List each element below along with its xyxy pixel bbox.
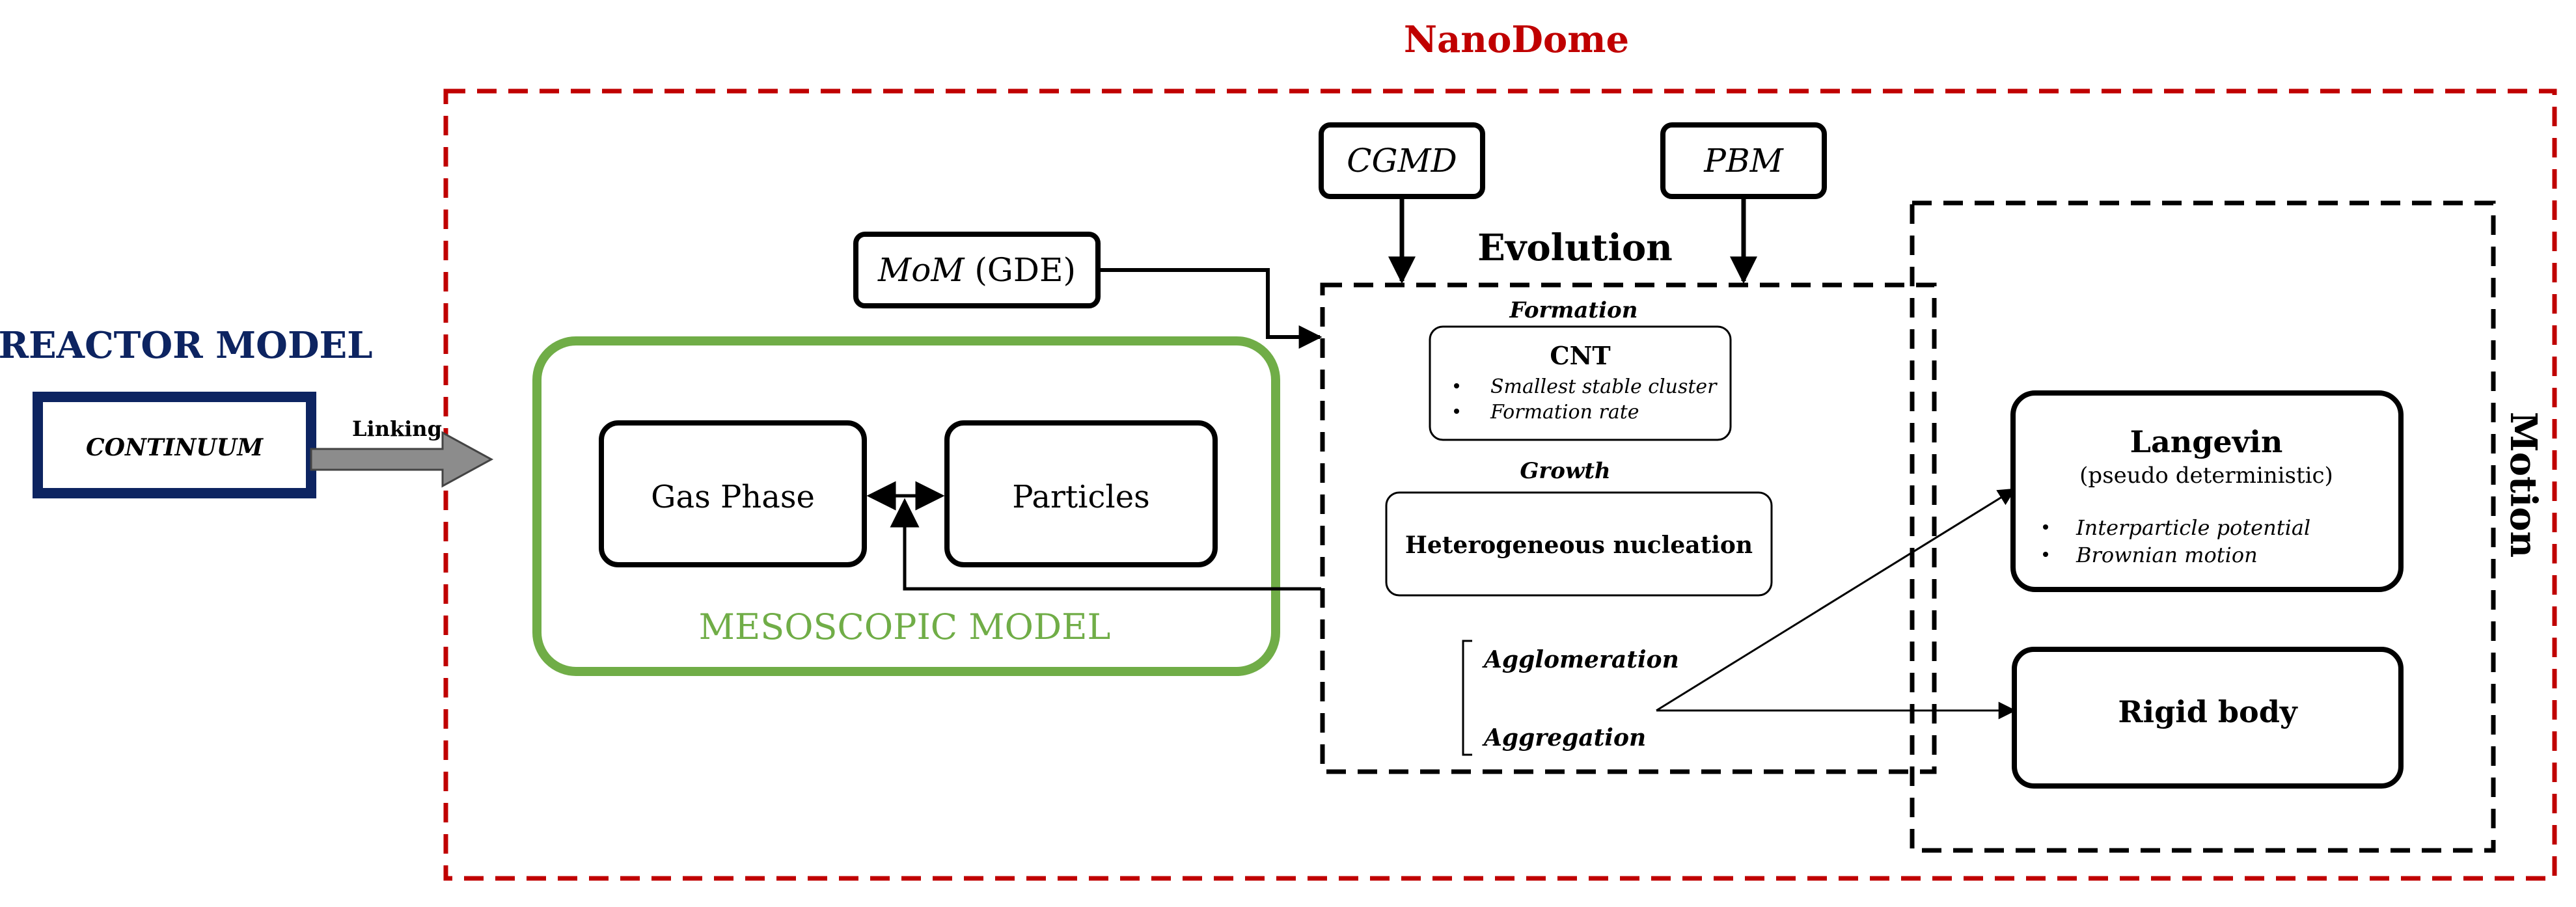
rigid-body-label: Rigid body <box>2118 694 2298 729</box>
mom-gde-label: MoM (GDE) <box>877 251 1076 289</box>
continuum-label: CONTINUUM <box>86 434 264 461</box>
langevin-bullet-dot <box>2043 524 2048 530</box>
mesoscopic-model-label: MESOSCOPIC MODEL <box>699 606 1111 647</box>
evolution-frame <box>1320 282 1937 774</box>
rigid-body-box[interactable] <box>2012 647 2404 789</box>
growth-heading: Growth <box>1520 458 1610 484</box>
agglomeration-label: Agglomeration <box>1482 646 1679 673</box>
mom-gde-box[interactable] <box>853 232 1101 308</box>
heterogeneous-nucleation-label: Heterogeneous nucleation <box>1405 532 1753 559</box>
langevin-box[interactable] <box>2010 390 2404 592</box>
langevin-title: Langevin <box>2130 424 2283 459</box>
langevin-subtitle: (pseudo deterministic) <box>2079 463 2333 489</box>
gas-phase-label: Gas Phase <box>651 479 815 515</box>
aggregation-label: Aggregation <box>1482 724 1646 751</box>
motion-title: Motion <box>2502 412 2545 558</box>
cnt-box[interactable] <box>1429 325 1732 441</box>
cgmd-label: CGMD <box>1347 142 1457 180</box>
particles-box[interactable] <box>944 420 1218 567</box>
gas-phase-box[interactable] <box>599 420 867 567</box>
linking-arrow <box>310 431 494 488</box>
aggregation-to-langevin-arrow <box>1656 488 2016 712</box>
reactor-model-heading: REACTOR MODEL <box>0 324 373 367</box>
langevin-bullet-dot <box>2043 552 2048 557</box>
cnt-bullet-dot <box>1454 409 1459 414</box>
mesoscopic-model-frame <box>532 336 1280 676</box>
langevin-bullet: Brownian motion <box>2076 543 2258 567</box>
continuum-box[interactable] <box>33 392 316 498</box>
heterogeneous-nucleation-box[interactable] <box>1385 491 1773 597</box>
cnt-title: CNT <box>1550 341 1610 370</box>
evolution-feedback-line <box>890 498 1321 591</box>
cnt-bullet: Smallest stable cluster <box>1490 375 1718 398</box>
pbm-label: PBM <box>1703 142 1784 180</box>
particles-label: Particles <box>1012 479 1150 515</box>
evolution-title: Evolution <box>1477 226 1673 269</box>
cnt-bullet: Formation rate <box>1490 401 1639 424</box>
linking-label: Linking <box>352 416 442 441</box>
motion-frame <box>1910 200 2496 853</box>
agglomeration-aggregation-bracket <box>1462 640 1472 756</box>
nanodome-title: NanoDome <box>1404 18 1629 61</box>
langevin-bullet: Interparticle potential <box>2076 515 2310 540</box>
mom-to-evolution-arrow <box>1100 268 1322 349</box>
cnt-bullet-dot <box>1454 383 1459 388</box>
nanodome-frame <box>443 88 2557 881</box>
formation-heading: Formation <box>1509 297 1638 323</box>
